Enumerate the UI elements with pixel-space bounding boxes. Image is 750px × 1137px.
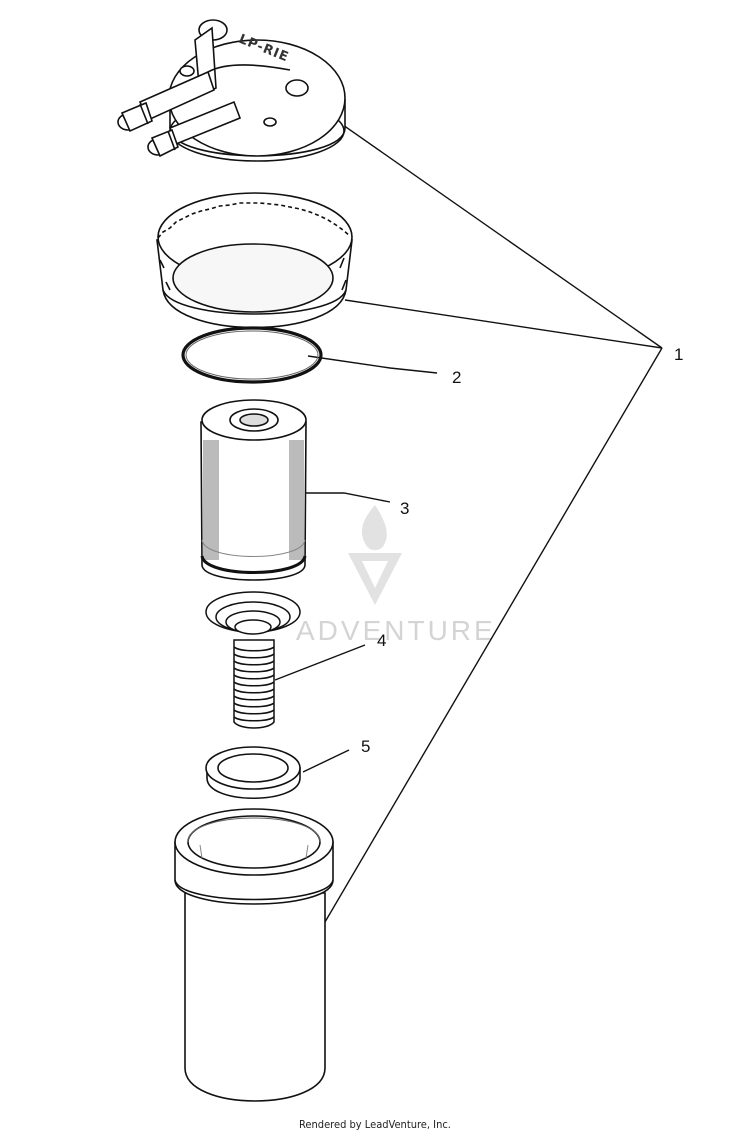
watermark-text: ADVENTURE [296, 615, 496, 646]
leader-line-1a [342, 124, 663, 349]
o-ring [181, 326, 323, 384]
leader-line-3 [304, 492, 391, 503]
leader-line-2 [307, 355, 438, 374]
callout-4: 4 [377, 631, 386, 650]
callout-numbers: 1 2 3 4 5 [361, 345, 683, 756]
callout-2: 2 [452, 368, 461, 387]
callout-5: 5 [361, 737, 370, 756]
callout-3: 3 [400, 499, 409, 518]
leader-line-5 [302, 749, 350, 773]
gasket [205, 746, 301, 799]
leader-line-1c [324, 347, 663, 923]
watermark: ADVENTURE [296, 505, 496, 646]
leader-line-4 [274, 644, 366, 681]
leader-line-1b [344, 299, 663, 349]
callout-1: 1 [674, 345, 683, 364]
flame-v-logo-icon [348, 505, 402, 605]
leader-lines [274, 124, 663, 923]
footer-credit: Rendered by LeadVenture, Inc. [299, 1118, 451, 1131]
retaining-ring [156, 192, 353, 329]
spring-assembly [205, 591, 301, 729]
filter-element [200, 399, 307, 581]
filter-bowl [174, 808, 334, 1102]
filter-cap [117, 19, 346, 162]
